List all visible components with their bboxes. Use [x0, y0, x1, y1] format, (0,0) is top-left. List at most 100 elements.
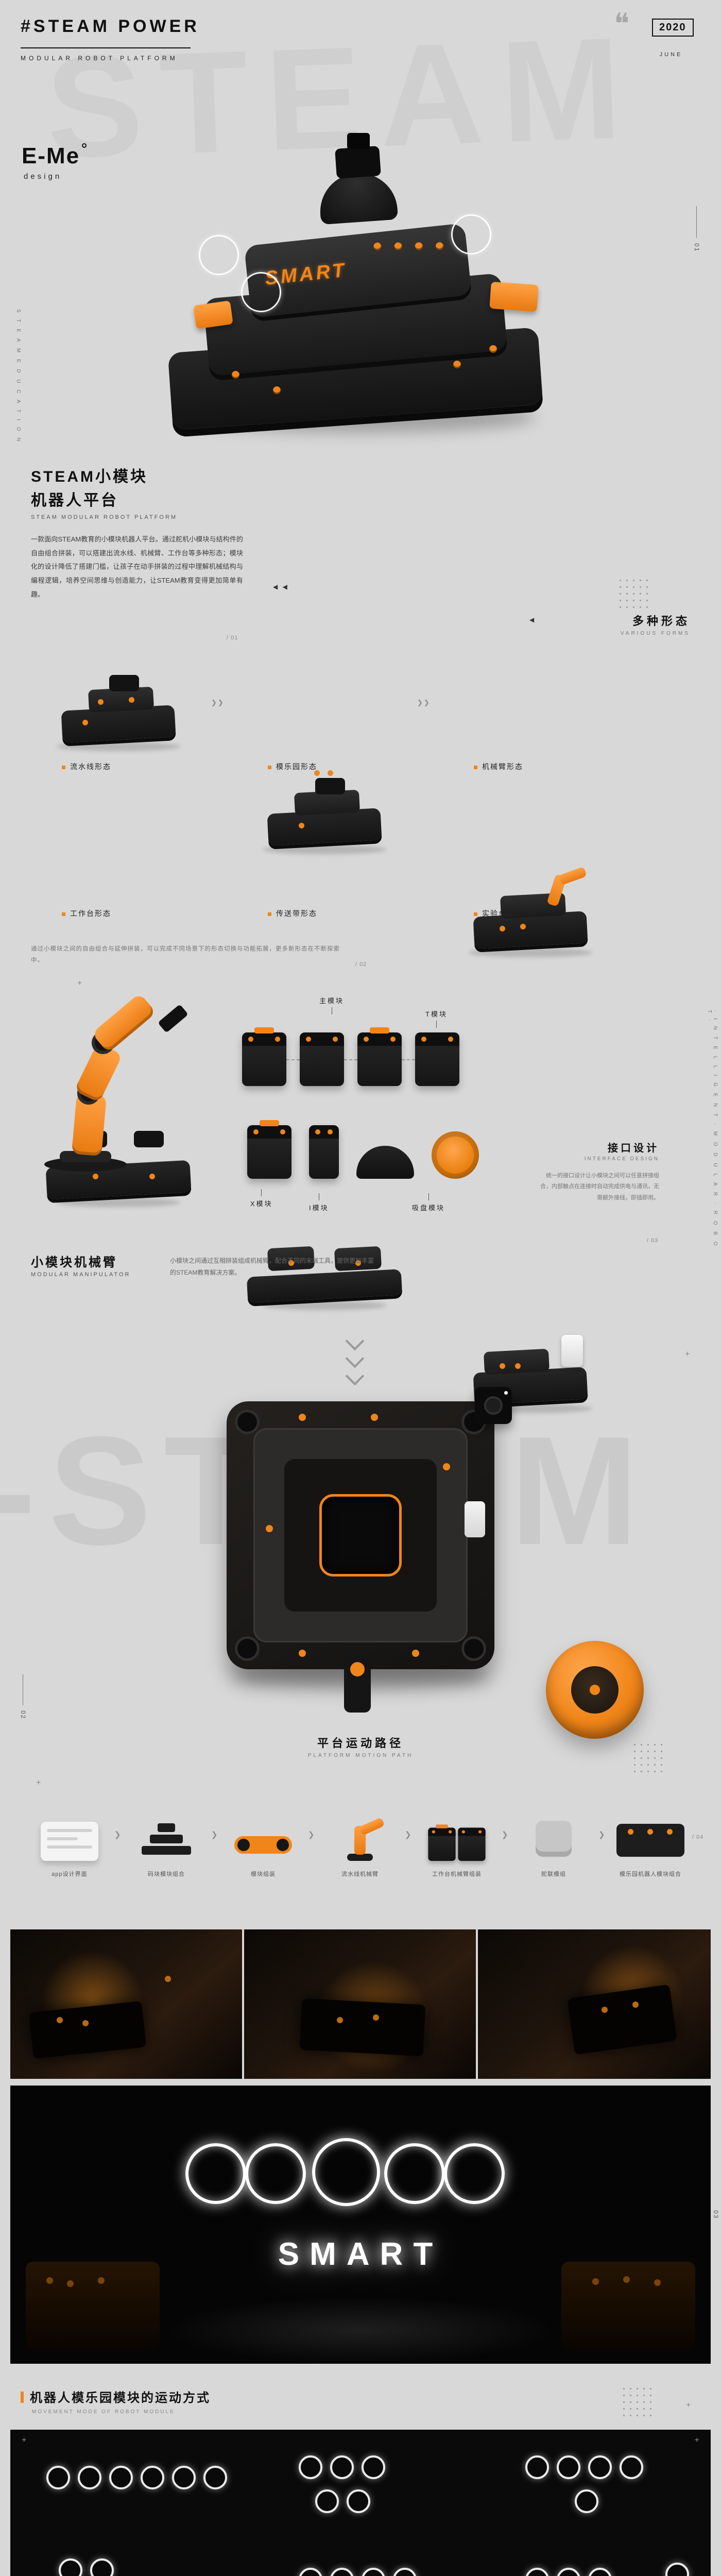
process-caption: 模块组装 [251, 1871, 276, 1877]
forms-label: 多种形态 [632, 615, 690, 628]
intro-title-line2: 机器人平台 [31, 492, 118, 509]
motion-ring-icon [299, 2455, 322, 2479]
plus-mark-icon: + [685, 1350, 690, 1359]
form-caption-1: 流水线形态 [62, 761, 111, 772]
motion-ring-icon [90, 2558, 114, 2576]
glow-ring [185, 2143, 246, 2204]
manipulator-title: 小模块机械臂 [31, 1256, 117, 1269]
forms-index: / 02 [355, 961, 367, 968]
motion-ring-icon [46, 2466, 70, 2489]
motion-ring-icon [109, 2466, 133, 2489]
process-caption: 工作台机械臂组装 [432, 1871, 482, 1877]
suction-disc-module [432, 1131, 479, 1179]
glow-ring [444, 2143, 505, 2204]
process-chevron-icon: ❯ [405, 1831, 411, 1839]
form-image-1 [31, 653, 206, 756]
motion-ring-icon [665, 2563, 689, 2576]
hero-robot-image: SMART [165, 129, 556, 459]
header-underline [21, 47, 191, 48]
connector-dash [402, 1059, 415, 1060]
motion-ring-icon [557, 2568, 580, 2576]
servo-thumb [428, 1824, 456, 1861]
servo-module [357, 1027, 402, 1086]
intro-index: / 01 [227, 635, 238, 641]
badge-x-module: X模块 [250, 1187, 273, 1208]
intro-title-line1: STEAM小模块 [31, 468, 148, 485]
motion-ring-icon [203, 2466, 227, 2489]
servo-module [415, 1032, 459, 1086]
left-vertical-label: S T E A M E D U C A T I O N [15, 309, 21, 444]
ring-group [46, 2466, 235, 2500]
process-step-4: 流水线机械臂 [321, 1803, 399, 1879]
process-caption: app设计界面 [52, 1871, 88, 1877]
side-marker-03: 03 [712, 2210, 719, 2219]
platform-corner [235, 1636, 260, 1661]
forms-label-en: VARIOUS FORMS [620, 631, 690, 636]
motion-ring-icon [525, 2568, 549, 2576]
process-chevron-icon: ❯ [114, 1831, 121, 1839]
process-chevron-icon: ❯ [598, 1831, 605, 1839]
process-step-5: 工作台机械臂组装 [418, 1803, 495, 1879]
interface-index: / 03 [647, 1238, 659, 1244]
badge-base-module: 吸盘模块 [412, 1191, 445, 1212]
gallery-photo-2 [244, 1929, 476, 2079]
dome-module [356, 1146, 414, 1179]
hero-dome [317, 170, 399, 225]
robot-arm-image [31, 993, 227, 1180]
platform-corner [461, 1636, 486, 1661]
plus-mark-icon: + [77, 979, 82, 988]
arm-segment [91, 993, 157, 1053]
process-step-7: 模乐园机器人模块组合 [612, 1803, 689, 1879]
motion-ring-icon [299, 2568, 322, 2576]
process-chevron-icon: ❯ [502, 1831, 508, 1839]
dot-grid-icon [621, 2385, 651, 2416]
platform-caption: 平台运动路径 [317, 1737, 404, 1750]
glow-ring [245, 2143, 306, 2204]
floor-glow [164, 2297, 557, 2364]
process-chevron-icon: ❯ [308, 1831, 315, 1839]
motion-ring-icon [141, 2466, 164, 2489]
motion-ring-icon [78, 2466, 101, 2489]
motion-ring-icon [557, 2455, 580, 2479]
servo-module [242, 1027, 286, 1086]
app-screen-thumb [41, 1822, 98, 1861]
forms-arrow-icon: ◀ [529, 616, 536, 623]
process-caption: 模乐园机器人模块组合 [620, 1871, 681, 1877]
side-line-01 [696, 206, 697, 238]
platform-corner [235, 1410, 260, 1434]
grid-separator-icon: ❯❯ [211, 699, 225, 706]
process-caption: 码块模块组合 [148, 1871, 185, 1877]
form-image-2 [237, 756, 412, 859]
page-title: #STEAM POWER [21, 16, 200, 36]
forms-note: 通过小模块之间的自由组合与延伸拼装，可以完成不同场景下的形态切换与功能拓展，更多… [31, 946, 340, 963]
motion-ring-icon [315, 2489, 339, 2513]
connector-dash [286, 1059, 300, 1060]
interface-label: 接口设计 [608, 1143, 659, 1154]
interface-label-en: INTERFACE DESIGN [584, 1156, 659, 1162]
platform-top-view-image [216, 1387, 512, 1713]
form-caption-3: 机械臂形态 [474, 761, 523, 772]
motion-ring-icon [620, 2455, 643, 2479]
side-marker-01: 01 [693, 243, 700, 252]
movement-title-en: MOVEMENT MODE OF ROBOT MODULE [32, 2409, 175, 2415]
annotation-ring [199, 235, 239, 275]
dot-grid-icon [617, 577, 648, 608]
ring-group [525, 2568, 620, 2576]
motion-ring-icon [393, 2568, 417, 2576]
hero-orange-module-right [489, 281, 539, 312]
movement-panel-rings: + + + + [10, 2430, 711, 2576]
badge-i-module: I模块 [309, 1191, 329, 1212]
block-stack-thumb [142, 1821, 191, 1855]
motion-ring-icon [575, 2489, 598, 2513]
plus-mark-icon: + [694, 2436, 699, 2445]
process-index: / 04 [692, 1834, 704, 1840]
module-diagram: 主模块 T模块 X模块 I模块 吸盘模块 [242, 995, 484, 1222]
process-caption: 流水线机械臂 [341, 1871, 379, 1877]
servo-thumb [458, 1827, 486, 1861]
platform-screen [322, 1497, 399, 1574]
arm-gripper [158, 1004, 188, 1033]
platform-thumb [616, 1824, 684, 1857]
white-module [465, 1501, 485, 1537]
brand-sub: design [24, 172, 62, 181]
